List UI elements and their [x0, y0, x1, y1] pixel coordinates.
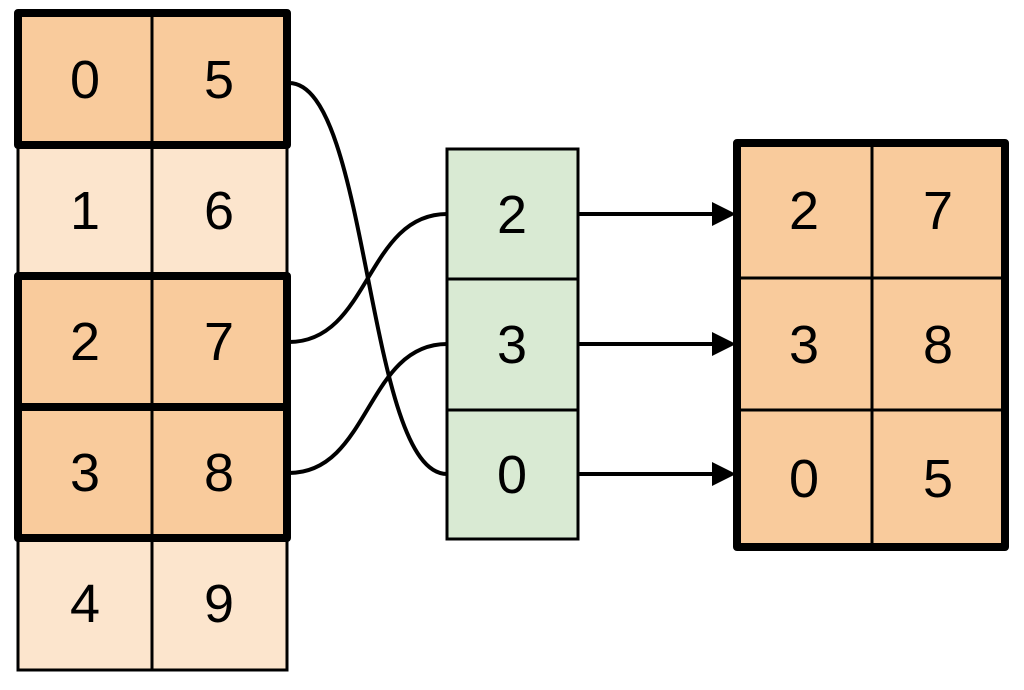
source-cell-r0c0: 0 [70, 50, 100, 110]
arrowhead-index-1-to-result-row1 [712, 332, 736, 356]
arrowhead-index-0-to-result-row0 [712, 202, 736, 226]
curve-source-row2-to-index-value-2 [288, 212, 448, 344]
source-cell-r1c1-bg [150, 143, 289, 278]
connector-curves [288, 81, 448, 476]
source-cell-r3c1-bg [150, 405, 289, 540]
result-cell-r1c0-bg [735, 276, 874, 412]
index-to-result-arrows [578, 202, 736, 486]
index-cell-2-bg [445, 408, 580, 541]
result-cell-r2c0-bg [735, 408, 874, 549]
result-cell-r0c1: 7 [923, 181, 953, 241]
result-cell-r1c0: 3 [789, 315, 819, 375]
index-cell-1: 3 [497, 315, 527, 375]
index-column: 2 3 0 [445, 147, 580, 541]
source-cell-r1c1: 6 [204, 181, 234, 241]
source-cell-r4c1-bg [150, 536, 289, 672]
result-cell-r2c0: 0 [789, 449, 819, 509]
source-cell-r4c1: 9 [204, 574, 234, 634]
source-cell-r0c0-bg [16, 11, 154, 147]
source-cell-r2c1-bg [150, 274, 289, 409]
result-cell-r2c1: 5 [923, 449, 953, 509]
source-cell-r2c0: 2 [70, 312, 100, 372]
source-cell-r4c0: 4 [70, 574, 100, 634]
curve-source-row3-to-index-value-3 [288, 342, 448, 475]
source-row3-highlight-outline [14, 403, 291, 542]
source-cell-r0c1-bg [150, 11, 289, 147]
index-cell-2: 0 [497, 445, 527, 505]
result-cell-r1c1: 8 [923, 315, 953, 375]
result-cell-r0c0: 2 [789, 181, 819, 241]
source-table: 0 5 1 6 2 7 3 8 4 9 [14, 9, 291, 672]
index-cell-0-bg [445, 147, 580, 281]
index-cell-0: 2 [497, 185, 527, 245]
source-row0-highlight-outline [14, 9, 291, 149]
result-cell-r1c1-bg [870, 276, 1007, 412]
result-table-outline [733, 139, 1009, 551]
source-cell-r3c0: 3 [70, 443, 100, 503]
arrowhead-index-2-to-result-row2 [712, 462, 736, 486]
result-table: 2 7 3 8 0 5 [733, 139, 1009, 551]
result-cell-r2c1-bg [870, 408, 1007, 549]
source-cell-r4c0-bg [16, 536, 154, 672]
source-cell-r3c1: 8 [204, 443, 234, 503]
source-cell-r2c1: 7 [204, 312, 234, 372]
source-cell-r0c1: 5 [204, 50, 234, 110]
source-cell-r1c0: 1 [70, 181, 100, 241]
